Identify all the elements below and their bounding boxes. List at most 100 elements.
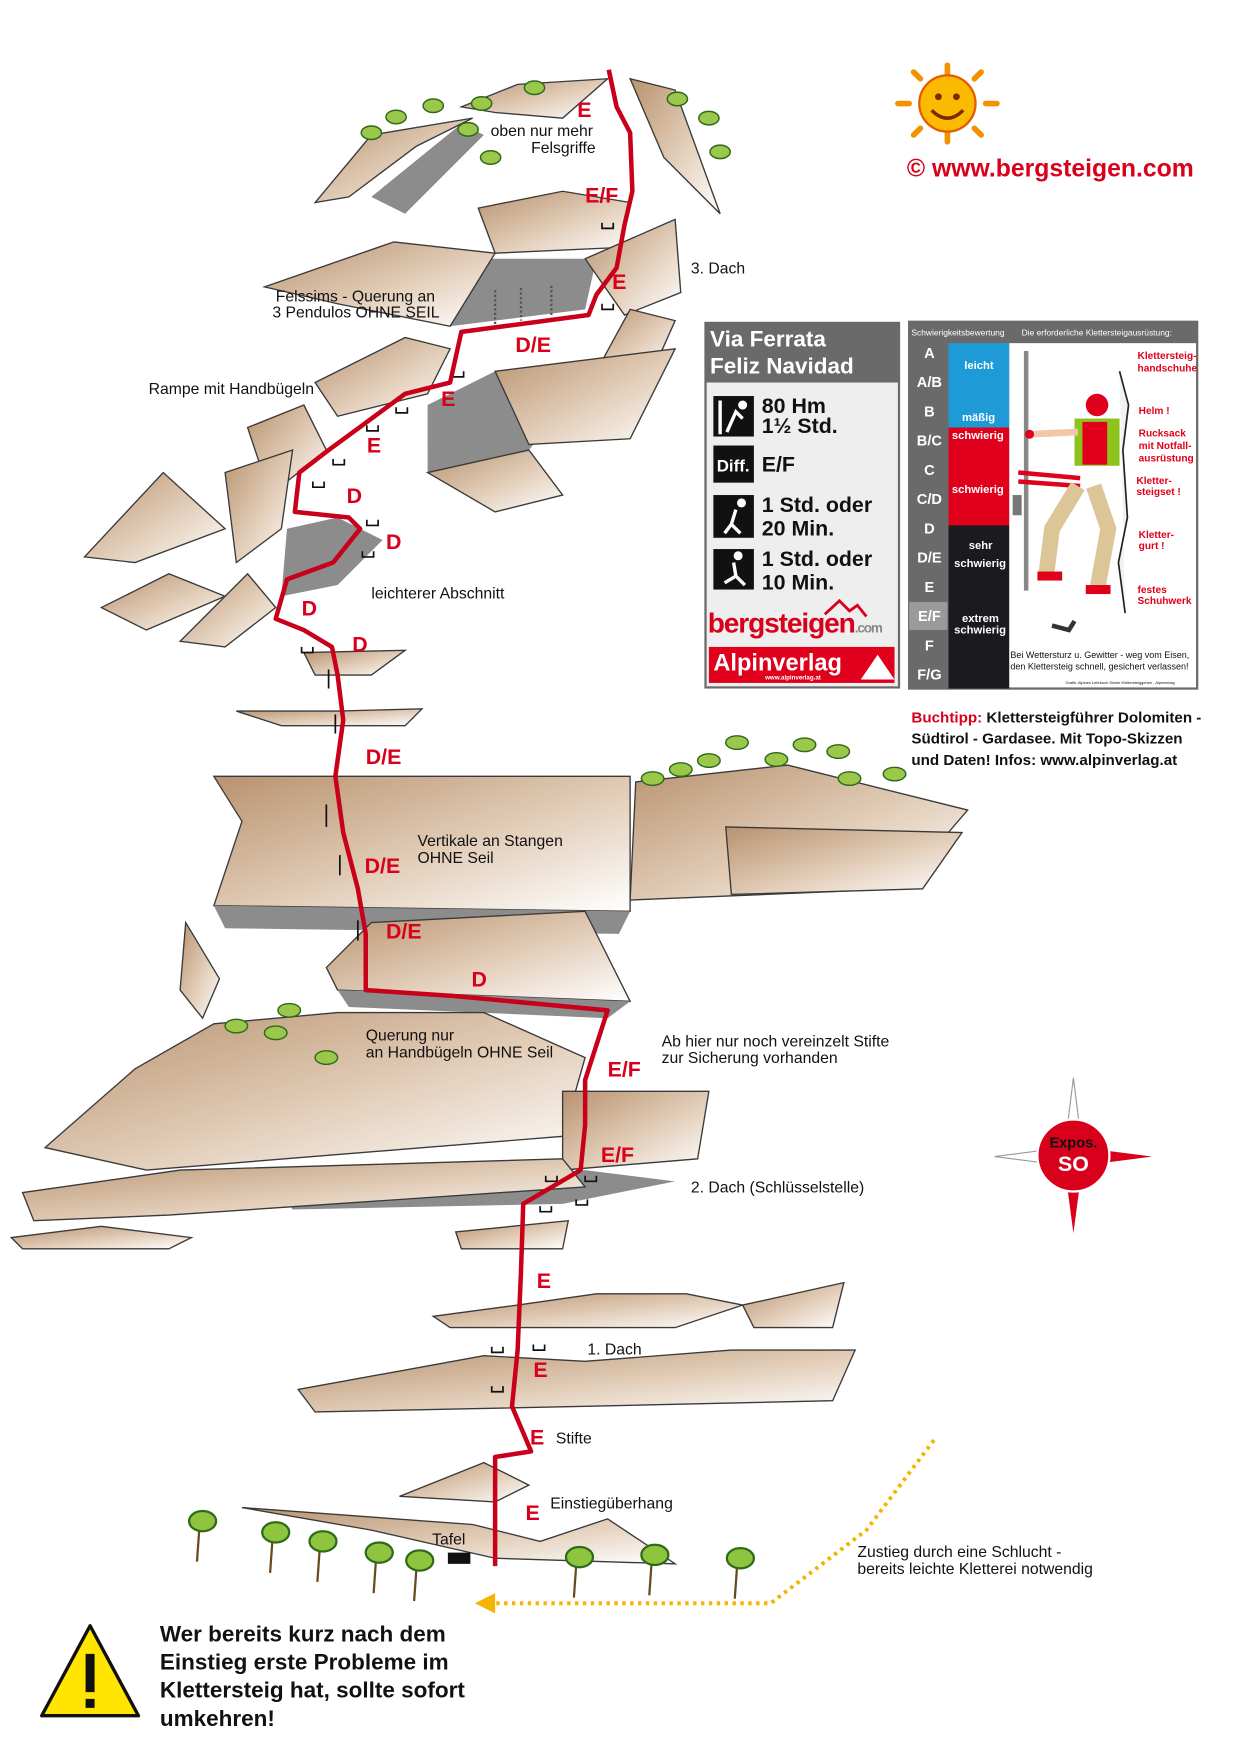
equip-set: Kletter- [1136,476,1171,487]
rock-formations [9,77,969,1565]
handholds [300,222,615,1393]
category-sehr-schwierig: schwierig [954,558,1006,570]
exposure-label: Expos. [1049,1136,1097,1152]
approach-arrow-icon [474,1593,496,1614]
pendulos [493,285,553,327]
equip-set: steigset ! [1136,487,1180,498]
equip-shoes: festes [1138,585,1168,596]
legend-warning: den Klettersteig schnell, gesichert verl… [1010,661,1188,671]
annotation-einstieg: Einstiegüberhang [550,1496,673,1513]
legend-grade: A [924,346,935,362]
bergsteigen-logo: bergsteigen.com [708,607,883,638]
descent-time: 1 Std. oder [762,547,872,571]
grade-label: D/E [386,919,422,943]
category-schwierig: schwierig [952,430,1004,442]
annotation-abhier: zur Sicherung vorhanden [662,1050,838,1067]
equip-pack: Rucksack [1139,429,1187,440]
grade-label: D [347,484,362,508]
legend-grade: D [924,521,935,537]
annotation-rampe: Rampe mit Handbügeln [149,381,314,398]
route-title: Via Ferrata [710,327,826,352]
route-grades: E E/F E D/E E E D D D D D/E D/E D/E D E/… [302,98,641,1525]
descent-time: 10 Min. [762,571,834,595]
annotation-felssims: Felssims - Querung an [276,289,435,306]
legend-grade: C [924,463,935,479]
climber-icon [713,396,754,437]
grade-label: E [533,1358,547,1382]
legend-grade: F [925,638,934,654]
warning-icon [40,1624,141,1718]
alpinverlag-logo-text: Alpinverlag [713,651,842,677]
route-info-box: Via Ferrata Feliz Navidad 80 Hm 1½ Std. … [704,321,901,689]
legend-grade: A/B [917,375,942,391]
category-leicht: leicht [964,360,994,372]
compass-rose-icon [994,1077,1153,1234]
warning-text: Einstieg erste Probleme im [160,1650,449,1675]
exposure-value: SO [1058,1152,1089,1176]
difficulty-legend: Schwierigkeitsbewertung Die erforderlich… [908,320,1199,690]
annotation-oben: Felsgriffe [531,140,596,157]
annotation-stifte: Stifte [556,1430,592,1447]
annotation-querung: an Handbügeln OHNE Seil [366,1045,553,1062]
down-arrows [325,669,359,941]
grade-label: D [471,968,486,992]
approach-time: 1 Std. oder [762,493,872,517]
climber-illustration [1012,351,1130,633]
category-schwierig: schwierig [952,484,1004,496]
sun-logo [895,62,1000,145]
buchtipp: Südtirol - Gardasee. Mit Topo-Skizzen [911,731,1182,748]
tafel-sign [447,1552,471,1564]
grade-label: E [367,433,381,457]
annotation-felssims: 3 Pendulos OHNE SEIL [272,304,439,321]
annotation-oben: oben nur mehr [491,123,593,140]
grade-label: D/E [366,745,402,769]
equip-pack: ausrüstung [1139,453,1194,464]
legend-warning: Bei Wettersturz u. Gewitter - weg vom Ei… [1010,650,1189,660]
grade-label: E [441,387,455,411]
equip-pack: mit Notfall- [1139,441,1192,452]
warning-text: Klettersteig hat, sollte sofort [160,1678,466,1703]
route-annotations: oben nur mehr Felsgriffe 3. Dach Felssim… [149,123,1093,1578]
website-link[interactable]: © www.bergsteigen.com [907,156,1194,183]
vegetation [224,80,907,1066]
category-sehr-schwierig: sehr [969,540,993,552]
grade-label: E/F [608,1058,641,1082]
grade-label: D [386,530,401,554]
equip-gloves: Klettersteig- [1138,351,1197,362]
annotation-zustieg: Zustieg durch eine Schlucht - [857,1544,1061,1561]
approach-path [495,1438,936,1606]
grade-label: E [530,1426,544,1450]
legend-grade: C/D [917,492,942,508]
grade-label: D [352,632,367,656]
climb-duration: 1½ Std. [762,414,838,438]
legend-grade: E/F [918,609,941,625]
route-line [273,69,635,1567]
annotation-dach1: 1. Dach [587,1342,641,1359]
annotation-querung: Querung nur [366,1028,454,1045]
annotation-tafel: Tafel [432,1532,465,1549]
grade-label: D [302,596,317,620]
legend-grade: B/C [917,434,943,450]
grade-label: D/E [365,854,401,878]
legend-grade: E [925,580,935,596]
annotation-vertikale: Vertikale an Stangen [417,833,562,850]
warning-text: Wer bereits kurz nach dem [160,1621,446,1646]
bergsteigen-logo-mountain [823,598,868,618]
warning-text: umkehren! [160,1706,275,1731]
legend-grade: F/G [917,668,941,684]
annotation-abhier: Ab hier nur noch vereinzelt Stifte [662,1033,890,1050]
category-extrem-schwierig: extrem [962,613,999,625]
grade-label: D/E [515,333,551,357]
category-maessig: mäßig [962,412,995,424]
equip-helmet: Helm ! [1139,406,1170,417]
buchtipp[interactable]: Buchtipp: Klettersteigführer Dolomiten - [911,709,1201,726]
annotation-dach3: 3. Dach [691,260,745,277]
diff-badge-label: Diff. [717,456,750,475]
category-extrem-schwierig: schwierig [954,624,1006,636]
legend-grade: D/E [917,551,942,567]
grade-label: E [612,270,626,294]
grade-label: E/F [585,184,618,208]
equip-shoes: Schuhwerk [1138,596,1192,607]
alpinverlag-url: www.alpinverlag.at [764,675,821,682]
